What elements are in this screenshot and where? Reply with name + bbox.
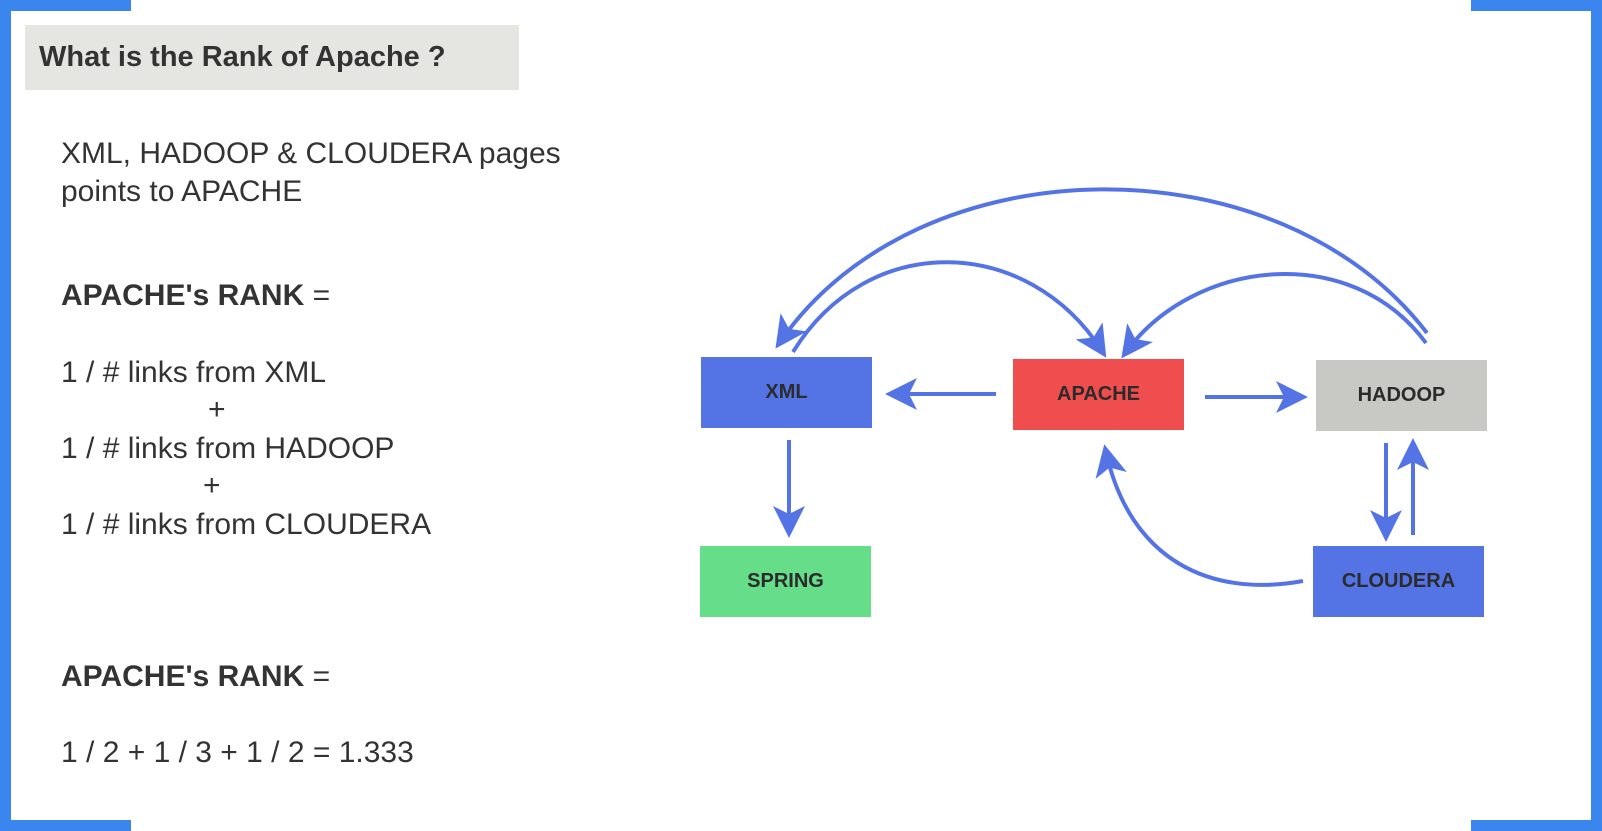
intro-line-1: XML, HADOOP & CLOUDERA pages: [61, 137, 561, 170]
formula-label: APACHE's RANK: [61, 279, 305, 312]
formula-term-cloudera: 1 / # links from CLOUDERA: [61, 508, 432, 541]
frame-corner-bottom-left-h: [0, 820, 131, 831]
frame-left-bar: [0, 0, 11, 831]
edge-xml-to-apache: [791, 260, 1107, 358]
formula-equals: =: [312, 279, 331, 312]
formula-heading: APACHE's RANK =: [61, 279, 330, 313]
edge-hadoop-to-apache: [1121, 272, 1428, 359]
formula-plus-2: +: [203, 469, 221, 502]
node-spring-label: SPRING: [747, 570, 824, 592]
node-hadoop-label: HADOOP: [1357, 384, 1446, 406]
node-xml: XML: [701, 357, 872, 428]
formula-term-hadoop: 1 / # links from HADOOP: [61, 432, 395, 465]
node-apache: APACHE: [1013, 359, 1184, 430]
formula-term-xml: 1 / # links from XML: [61, 356, 327, 389]
result-heading: APACHE's RANK =: [61, 660, 330, 694]
frame-corner-top-right-h: [1471, 0, 1602, 11]
node-cloudera-label: CLOUDERA: [1341, 570, 1456, 592]
node-hadoop: HADOOP: [1316, 360, 1487, 431]
formula-plus-1: +: [208, 393, 226, 426]
node-spring: SPRING: [700, 546, 871, 617]
frame-corner-bottom-right-h: [1471, 820, 1602, 831]
intro-line-2: points to APACHE: [61, 175, 303, 208]
node-cloudera: CLOUDERA: [1313, 546, 1484, 617]
result-label: APACHE's RANK: [61, 660, 305, 693]
edge-hadoop-to-xml: [775, 187, 1429, 349]
node-apache-label: APACHE: [1057, 383, 1140, 405]
frame-right-bar: [1591, 0, 1602, 831]
result-expression: 1 / 2 + 1 / 3 + 1 / 2 = 1.333: [61, 736, 414, 769]
frame-corner-top-left-h: [0, 0, 131, 11]
page-title: What is the Rank of Apache ?: [25, 25, 519, 90]
page-title-text: What is the Rank of Apache ?: [39, 41, 446, 73]
node-xml-label: XML: [765, 381, 808, 403]
result-equals: =: [312, 660, 331, 693]
edge-cloudera-to-apache: [1095, 444, 1304, 587]
